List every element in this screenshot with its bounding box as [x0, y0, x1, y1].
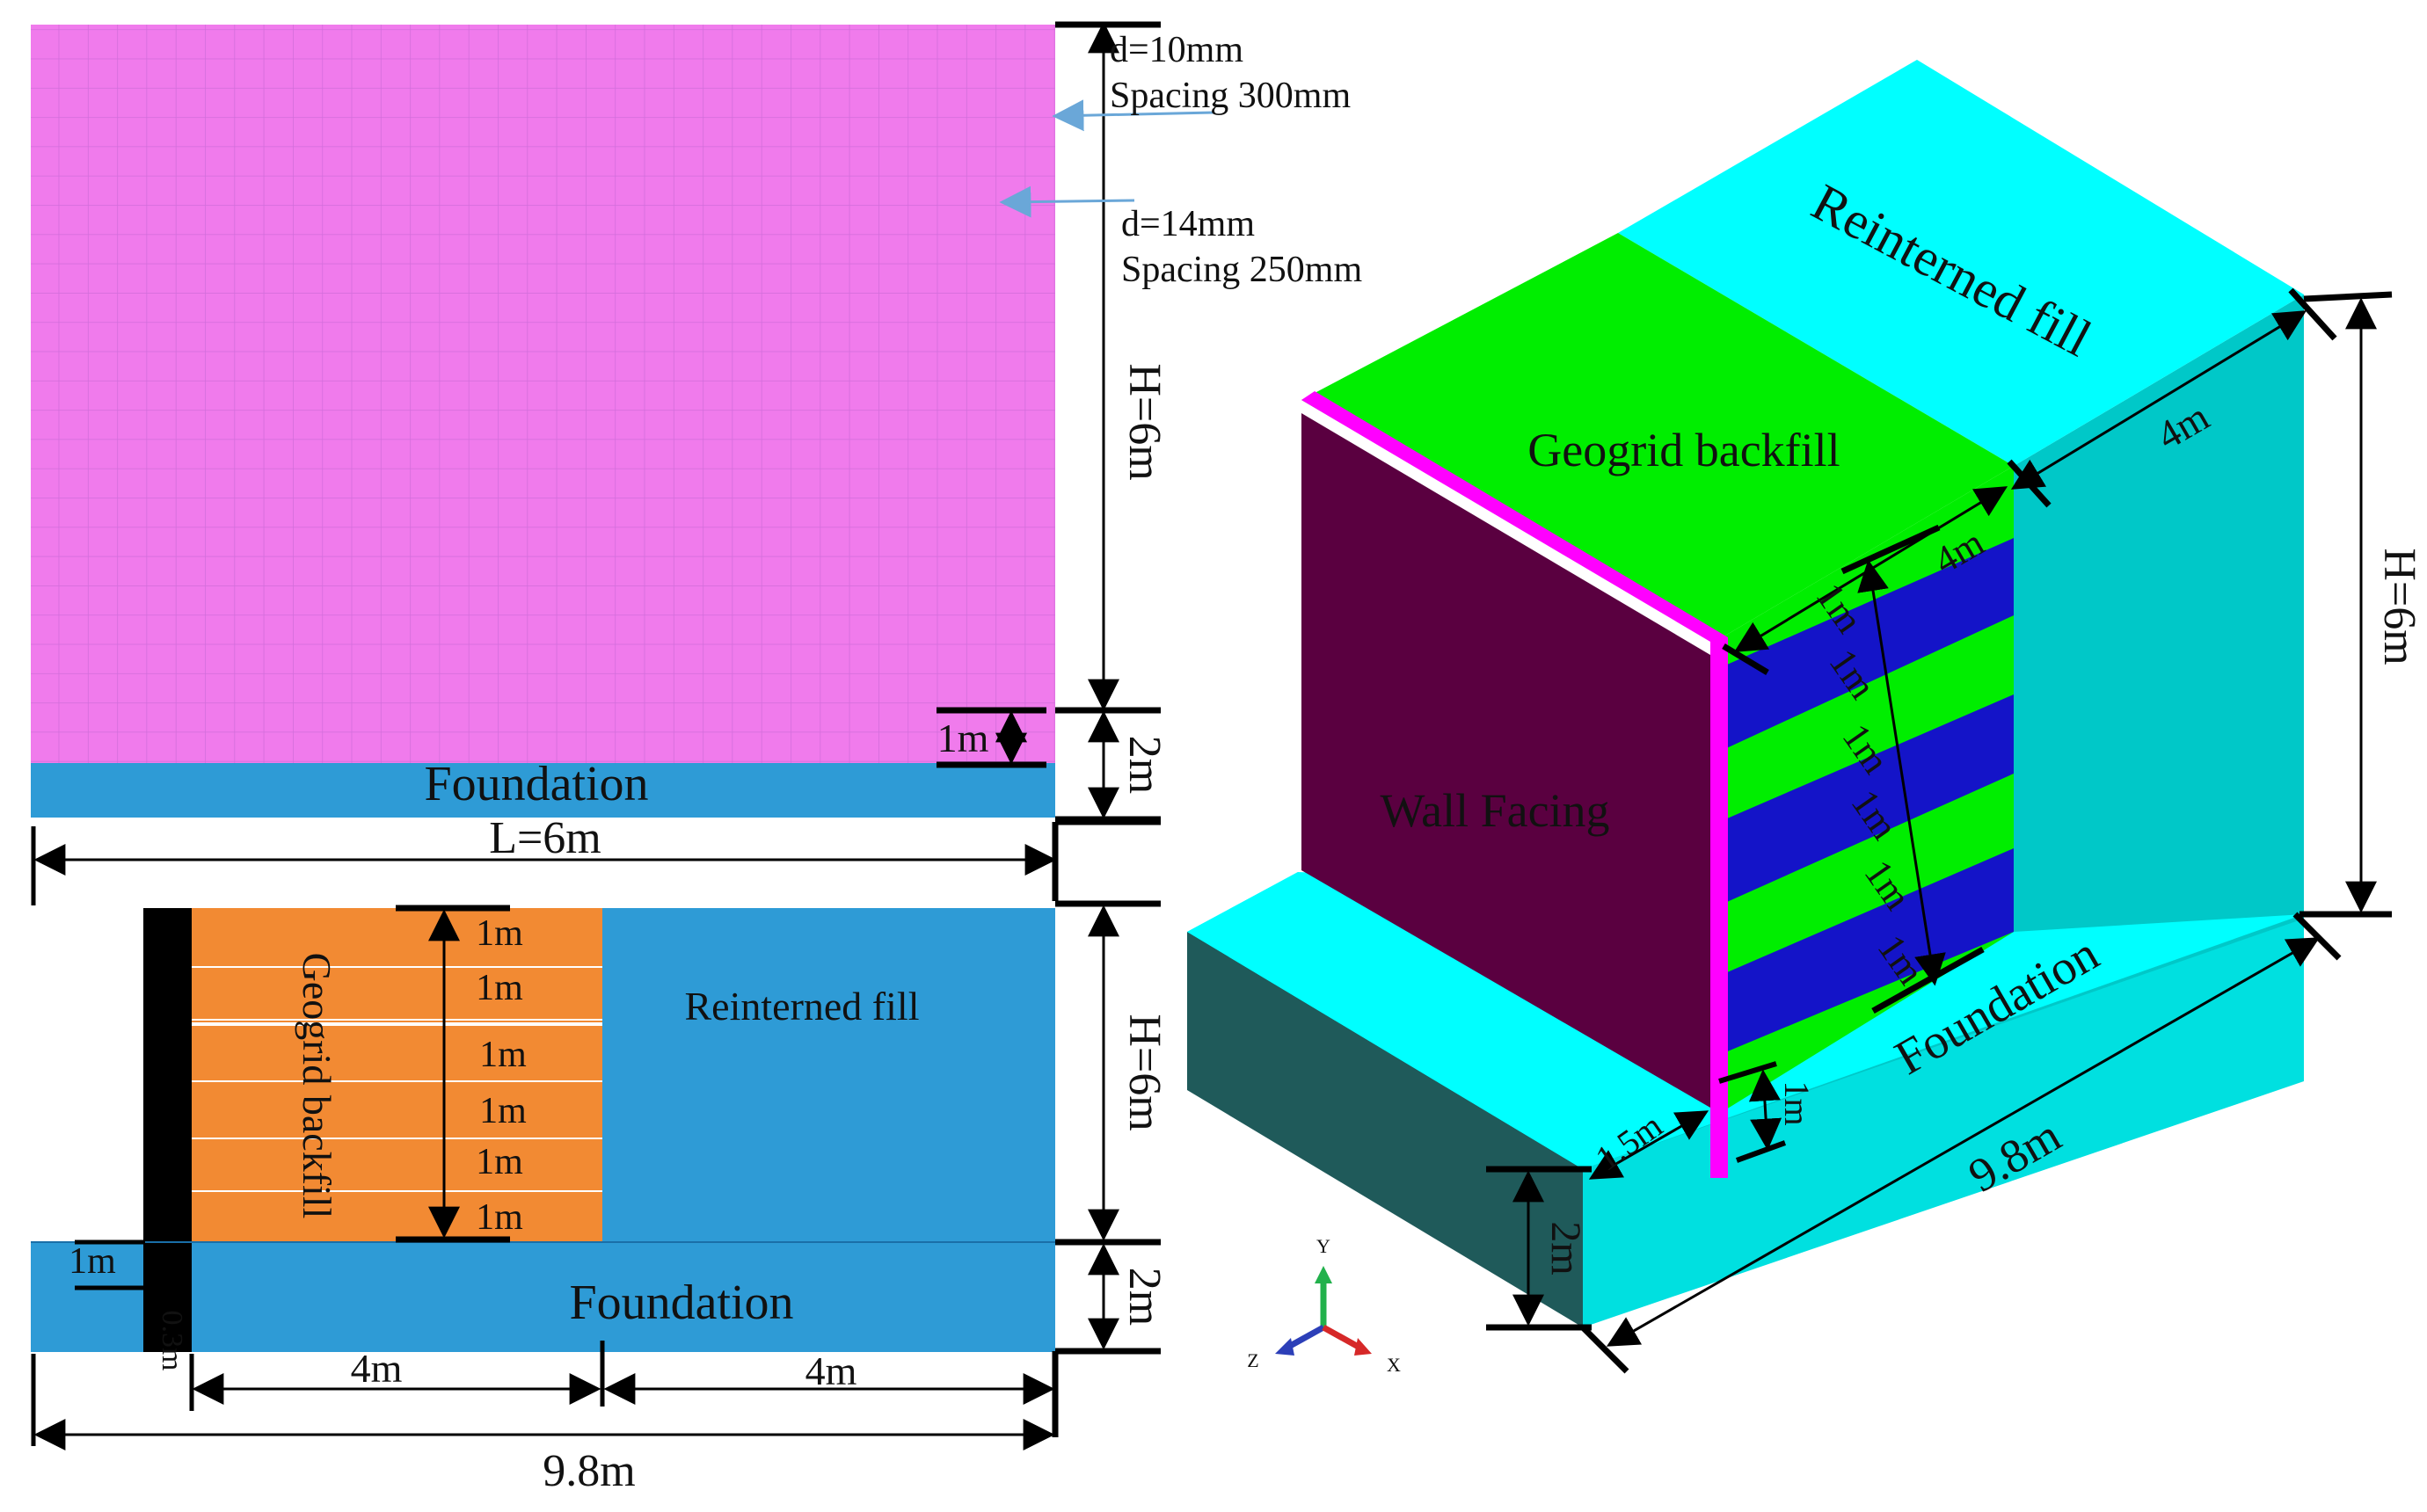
- reinforced-label: Reinterned fill: [685, 984, 920, 1029]
- length-right-label: 4m: [805, 1348, 857, 1393]
- layer-2: 1m: [476, 968, 523, 1008]
- section-height-label: H=6m: [1119, 1014, 1170, 1130]
- geogrid-backfill: [192, 908, 602, 1242]
- axis-y-label: Y: [1316, 1235, 1330, 1257]
- wall-facing-face: [1301, 413, 1710, 1108]
- facing-thickness-label: 0.3m: [156, 1311, 188, 1371]
- geogrid-layer-lines: [192, 966, 602, 1192]
- layer-4: 1m: [479, 1091, 527, 1131]
- layer-3: 1m: [479, 1035, 527, 1075]
- foundation-strip: [31, 763, 1055, 818]
- axis-x-label: X: [1387, 1354, 1401, 1376]
- embed-label: 1m: [937, 716, 989, 760]
- wall-facing: [143, 908, 192, 1352]
- foundation-height-label: 2m: [1119, 736, 1170, 794]
- layer-6: 1m: [476, 1197, 523, 1238]
- section-view: Geogrid backfill Reinterned fill Foundat…: [31, 900, 1170, 1496]
- iso-height-label: H=6m: [2374, 548, 2424, 665]
- section-foundation-height: 2m: [1119, 1268, 1170, 1326]
- geogrid-label: Geogrid backfill: [295, 953, 339, 1219]
- wall-magenta-edge: [1301, 391, 1728, 1178]
- iso-geogrid-label: Geogrid backfill: [1527, 424, 1840, 476]
- rebar-top-d: d=10mm: [1110, 30, 1243, 70]
- foundation-top-strip: [1187, 872, 1715, 1169]
- reinforced-fill: [602, 908, 1055, 1242]
- rebar-mid-spacing: Spacing 250mm: [1121, 250, 1362, 290]
- isometric-view: Reinterned fill Geogrid backfill Wall Fa…: [1187, 60, 2424, 1374]
- foundation-label: Foundation: [424, 757, 648, 811]
- layer-1: 1m: [476, 913, 523, 954]
- axis-triad: Y Z X: [1247, 1235, 1401, 1376]
- axis-z-label: Z: [1247, 1349, 1258, 1371]
- iso-wall-label: Wall Facing: [1380, 784, 1609, 837]
- foundation-block: [31, 1242, 1055, 1352]
- iso-foundation-height: 2m: [1542, 1221, 1589, 1275]
- foundation-left-face: [1187, 932, 1583, 1327]
- length-left-label: 4m: [351, 1346, 403, 1391]
- rebar-mid-d: d=14mm: [1121, 204, 1255, 244]
- layer-5: 1m: [476, 1142, 523, 1182]
- rebar-grid: [31, 25, 1055, 763]
- iso-embed-label: 1m: [1777, 1080, 1817, 1125]
- section-embed-label: 1m: [69, 1241, 116, 1282]
- elevation-view: Foundation H=6m 2m 1m L=6m d=10mm Spacin…: [31, 21, 1362, 905]
- length-label: L=6m: [489, 813, 601, 863]
- total-length-label: 9.8m: [543, 1446, 635, 1496]
- foundation-label-section: Foundation: [569, 1276, 793, 1330]
- rebar-top-spacing: Spacing 300mm: [1110, 76, 1351, 116]
- height-label: H=6m: [1119, 363, 1170, 480]
